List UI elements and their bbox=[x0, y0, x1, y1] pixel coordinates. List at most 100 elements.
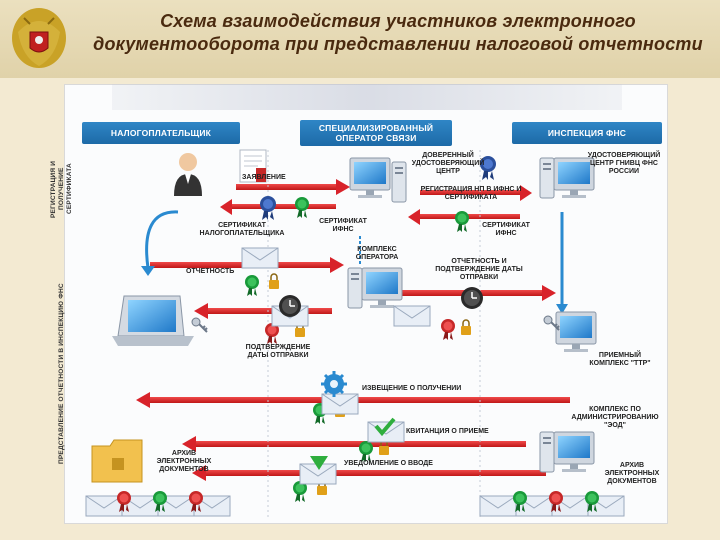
seal-icon bbox=[260, 196, 276, 220]
label-archive-right-3: ДОКУМЕНТОВ bbox=[607, 478, 657, 485]
title-line-2: документооборота при представлении налог… bbox=[93, 34, 703, 54]
column-header-operator: СПЕЦИАЛИЗИРОВАННЫЙ ОПЕРАТОР СВЯЗИ bbox=[300, 120, 452, 146]
label-archive-left-2: ЭЛЕКТРОННЫХ bbox=[156, 458, 212, 465]
label-taxpayer-cert-1: СЕРТИФИКАТ bbox=[218, 222, 266, 229]
label-ifns-cert: СЕРТИФИКАТ ИФНС bbox=[318, 218, 368, 234]
label-taxpayer-cert-2: НАЛОГОПЛАТЕЛЬЩИКА bbox=[199, 230, 285, 237]
label-trusted-ca-3: ЦЕНТР bbox=[436, 168, 460, 175]
seal-icon bbox=[295, 197, 309, 218]
emblem-icon bbox=[12, 8, 66, 68]
label-input-notice-text: УВЕДОМЛЕНИЕ О ВВОДЕ bbox=[344, 460, 433, 467]
seal-icon bbox=[455, 211, 469, 232]
computer-icon bbox=[539, 431, 595, 473]
person-icon bbox=[174, 153, 202, 196]
arrow-ca-registration bbox=[420, 185, 532, 201]
label-ifns-cert-1: СЕРТИФИКАТ bbox=[319, 218, 367, 225]
label-fns-ca-3: РОССИИ bbox=[608, 168, 640, 175]
arrow-receipt-notice bbox=[136, 392, 570, 408]
label-operator-complex-1: КОМПЛЕКС bbox=[357, 246, 397, 253]
seal-icon bbox=[441, 319, 455, 340]
label-acceptance-receipt-text: КВИТАНЦИЯ О ПРИЕМЕ bbox=[406, 428, 489, 435]
lock-icon bbox=[268, 273, 280, 290]
computer-icon bbox=[349, 157, 391, 199]
label-admin-complex-3: "ЭОД" bbox=[604, 422, 626, 429]
label-fns-ca-1: УДОСТОВЕРЯЮЩИЙ bbox=[587, 152, 661, 159]
arrow-send-confirm bbox=[194, 303, 332, 319]
column-header-taxpayer: НАЛОГОПЛАТЕЛЬЩИК bbox=[82, 122, 240, 144]
computer-icon bbox=[555, 311, 597, 353]
label-admin-complex-2: АДМИНИСТРИРОВАНИЮ bbox=[571, 414, 659, 421]
envelope-icon bbox=[393, 305, 431, 327]
label-trusted-ca-1: ДОВЕРЕННЫЙ bbox=[422, 152, 474, 159]
label-report-confirm-3: ОТПРАВКИ bbox=[459, 274, 499, 281]
checkmark-icon bbox=[374, 417, 396, 437]
label-report-confirm: ОТЧЕТНОСТЬ и ПОДТВЕРЖДЕНИЕ ДАТЫ ОТПРАВКИ bbox=[416, 258, 542, 282]
label-ifns-registration-2: СЕРТИФИКАТА bbox=[444, 194, 498, 201]
label-trusted-ca: ДОВЕРЕННЫЙ УДОСТОВЕРЯЮЩИЙ ЦЕНТР bbox=[408, 152, 488, 176]
label-ifns-cert-b: СЕРТИФИКАТ ИФНС bbox=[476, 222, 536, 238]
label-receiving-complex-2: КОМПЛЕКС "ТТР" bbox=[589, 360, 651, 367]
arrow-input-notice bbox=[192, 465, 546, 481]
label-archive-right-2: ЭЛЕКТРОННЫХ bbox=[604, 470, 660, 477]
arrow-application bbox=[236, 179, 350, 195]
folder-icon bbox=[91, 439, 143, 483]
blurred-caption bbox=[112, 84, 622, 110]
label-fns-ca-2: ЦЕНТР ГНИВЦ ФНС bbox=[590, 160, 658, 167]
arrow-cert-to-laptop bbox=[145, 210, 179, 269]
label-trusted-ca-2: УДОСТОВЕРЯЮЩИЙ bbox=[411, 160, 485, 167]
label-operator-complex-2: ОПЕРАТОРА bbox=[355, 254, 399, 261]
column-header-inspection: ИНСПЕКЦИЯ ФНС bbox=[512, 122, 662, 144]
label-acceptance-receipt: КВИТАНЦИЯ О ПРИЕМЕ bbox=[406, 428, 489, 436]
label-ifns-registration-1: РЕГИСТРАЦИЯ НП в ИФНС и bbox=[420, 186, 522, 193]
label-ifns-cert-b-2: ИФНС bbox=[495, 230, 517, 237]
server-icon bbox=[347, 267, 403, 309]
label-report-confirm-2: ПОДТВЕРЖДЕНИЕ ДАТЫ bbox=[435, 266, 523, 273]
label-taxpayer-cert: СЕРТИФИКАТ НАЛОГОПЛАТЕЛЬЩИКА bbox=[190, 222, 294, 238]
checkmark-icon bbox=[310, 456, 328, 470]
label-reporting: ОТЧЕТНОСТЬ bbox=[186, 268, 234, 276]
server-icon bbox=[391, 161, 407, 203]
clock-icon bbox=[460, 286, 484, 310]
column-operator-line-1: СПЕЦИАЛИЗИРОВАННЫЙ bbox=[318, 123, 434, 133]
label-receipt-notice: ИЗВЕЩЕНИЕ О ПОЛУЧЕНИИ bbox=[362, 385, 461, 393]
label-input-notice: УВЕДОМЛЕНИЕ О ВВОДЕ bbox=[344, 460, 433, 468]
arrow-acceptance bbox=[182, 436, 526, 452]
label-admin-complex-1: КОМПЛЕКС ПО bbox=[589, 406, 641, 413]
label-application: ЗАЯВЛЕНИЕ bbox=[242, 174, 286, 182]
seal-icon bbox=[245, 275, 259, 296]
label-send-confirm-1: ПОДТВЕРЖДЕНИЕ bbox=[245, 344, 311, 351]
gear-icon bbox=[321, 371, 347, 397]
envelope-icon bbox=[321, 393, 359, 415]
label-archive-left-3: ДОКУМЕНТОВ bbox=[159, 466, 209, 473]
label-reporting-text: ОТЧЕТНОСТЬ bbox=[186, 268, 235, 275]
key-icon bbox=[191, 317, 208, 333]
label-report-confirm-1: ОТЧЕТНОСТЬ и bbox=[451, 258, 507, 265]
label-admin-complex: КОМПЛЕКС ПО АДМИНИСТРИРОВАНИЮ "ЭОД" bbox=[566, 406, 664, 430]
laptop-icon bbox=[112, 295, 194, 346]
arrow-ifns-cert bbox=[408, 209, 520, 225]
arrow-taxpayer-cert bbox=[220, 199, 336, 215]
label-receiving-complex: ПРИЕМНЫЙ КОМПЛЕКС "ТТР" bbox=[574, 352, 666, 368]
label-fns-ca: УДОСТОВЕРЯЮЩИЙ ЦЕНТР ГНИВЦ ФНС РОССИИ bbox=[582, 152, 666, 176]
label-operator-complex: КОМПЛЕКС ОПЕРАТОРА bbox=[342, 246, 412, 262]
seal-icon bbox=[359, 441, 373, 462]
clock-icon bbox=[278, 294, 302, 318]
lock-icon bbox=[460, 319, 472, 336]
arrow-reporting bbox=[150, 257, 344, 273]
header-banner: Схема взаимодействия участников электрон… bbox=[0, 0, 720, 78]
label-ifns-cert-2: ИФНС bbox=[332, 226, 354, 233]
archive-envelopes-right bbox=[479, 491, 625, 517]
label-application-text: ЗАЯВЛЕНИЕ bbox=[242, 174, 286, 181]
label-ifns-registration: РЕГИСТРАЦИЯ НП в ИФНС и СЕРТИФИКАТА bbox=[418, 186, 524, 202]
label-archive-left: АРХИВ ЭЛЕКТРОННЫХ ДОКУМЕНТОВ bbox=[146, 450, 222, 474]
label-archive-right-1: АРХИВ bbox=[619, 462, 645, 469]
label-receiving-complex-1: ПРИЕМНЫЙ bbox=[598, 352, 642, 359]
label-send-confirm-2: ДАТЫ ОТПРАВКИ bbox=[247, 352, 309, 359]
label-archive-right: АРХИВ ЭЛЕКТРОННЫХ ДОКУМЕНТОВ bbox=[598, 462, 666, 486]
envelope-icon bbox=[367, 421, 405, 443]
label-receipt-notice-text: ИЗВЕЩЕНИЕ О ПОЛУЧЕНИИ bbox=[362, 385, 462, 392]
label-ifns-cert-b-1: СЕРТИФИКАТ bbox=[482, 222, 530, 229]
column-inspection-label: ИНСПЕКЦИЯ ФНС bbox=[547, 128, 627, 138]
title-line-1: Схема взаимодействия участников электрон… bbox=[160, 11, 636, 31]
